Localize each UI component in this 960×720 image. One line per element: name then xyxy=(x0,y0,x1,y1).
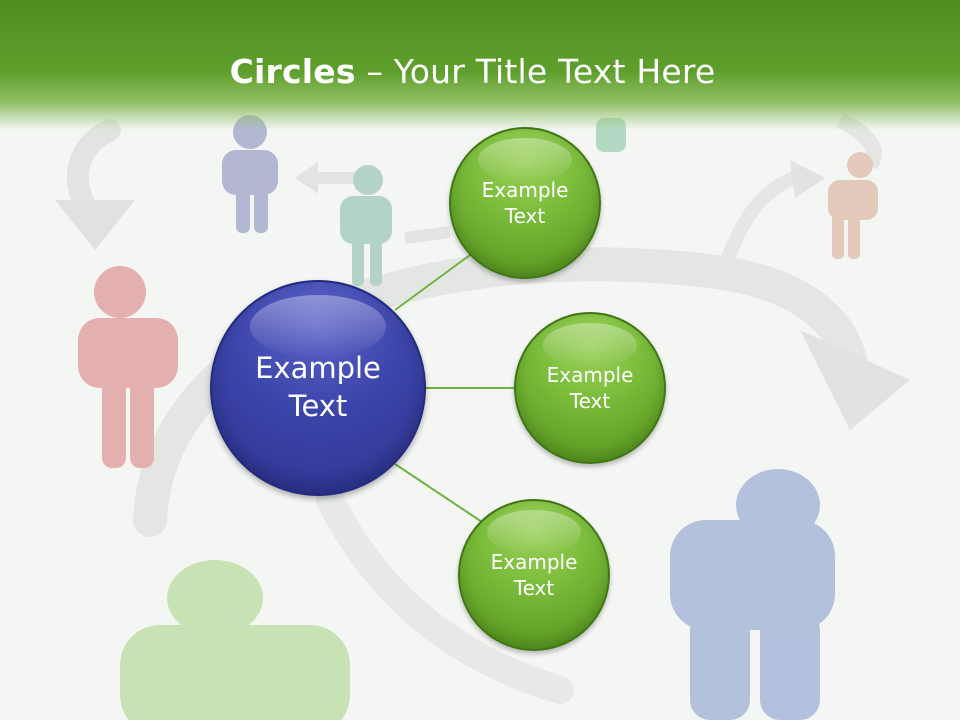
satellite-circle-top: Example Text xyxy=(449,127,601,279)
satellite-middle-line1: Example xyxy=(546,363,634,387)
header-bar xyxy=(0,0,960,130)
curved-arrow-lower xyxy=(316,486,574,704)
satellite-bottom-line2: Text xyxy=(513,576,555,600)
center-circle-line2: Text xyxy=(288,389,348,423)
satellite-top-line1: Example xyxy=(481,178,569,202)
slide-title: Circles – Your Title Text Here xyxy=(0,52,945,91)
title-rest: – Your Title Text Here xyxy=(355,52,716,91)
satellite-circle-text: Example Text xyxy=(491,549,578,601)
satellite-middle-line2: Text xyxy=(569,389,611,413)
circle-highlight xyxy=(486,509,582,555)
figure-teal xyxy=(340,165,392,286)
arrow-head-left xyxy=(55,200,135,250)
figure-red xyxy=(78,266,178,468)
arrow-mid-right xyxy=(713,168,803,283)
circle-highlight xyxy=(477,137,573,183)
circle-highlight xyxy=(542,322,638,368)
arrow-head-right xyxy=(800,330,910,430)
arrow-head-mid-right xyxy=(790,160,825,198)
satellite-circle-bottom: Example Text xyxy=(458,499,610,651)
arrow-small-mid xyxy=(404,226,451,244)
title-bold: Circles xyxy=(229,52,356,91)
center-circle-text: Example Text xyxy=(255,350,381,425)
figure-orange xyxy=(828,152,878,259)
circle-highlight xyxy=(250,294,386,359)
satellite-circle-middle: Example Text xyxy=(514,312,666,464)
center-circle: Example Text xyxy=(210,280,426,496)
connector-line-bottom xyxy=(394,463,483,523)
connector-line-top xyxy=(394,254,471,311)
center-circle-line1: Example xyxy=(255,351,381,386)
satellite-top-line2: Text xyxy=(504,204,546,228)
figure-blue-large xyxy=(670,469,835,720)
arrow-head-small-left xyxy=(295,162,318,194)
satellite-bottom-line1: Example xyxy=(490,550,578,574)
satellite-circle-text: Example Text xyxy=(547,362,634,414)
figure-green-large xyxy=(120,560,350,720)
satellite-circle-text: Example Text xyxy=(482,177,569,229)
